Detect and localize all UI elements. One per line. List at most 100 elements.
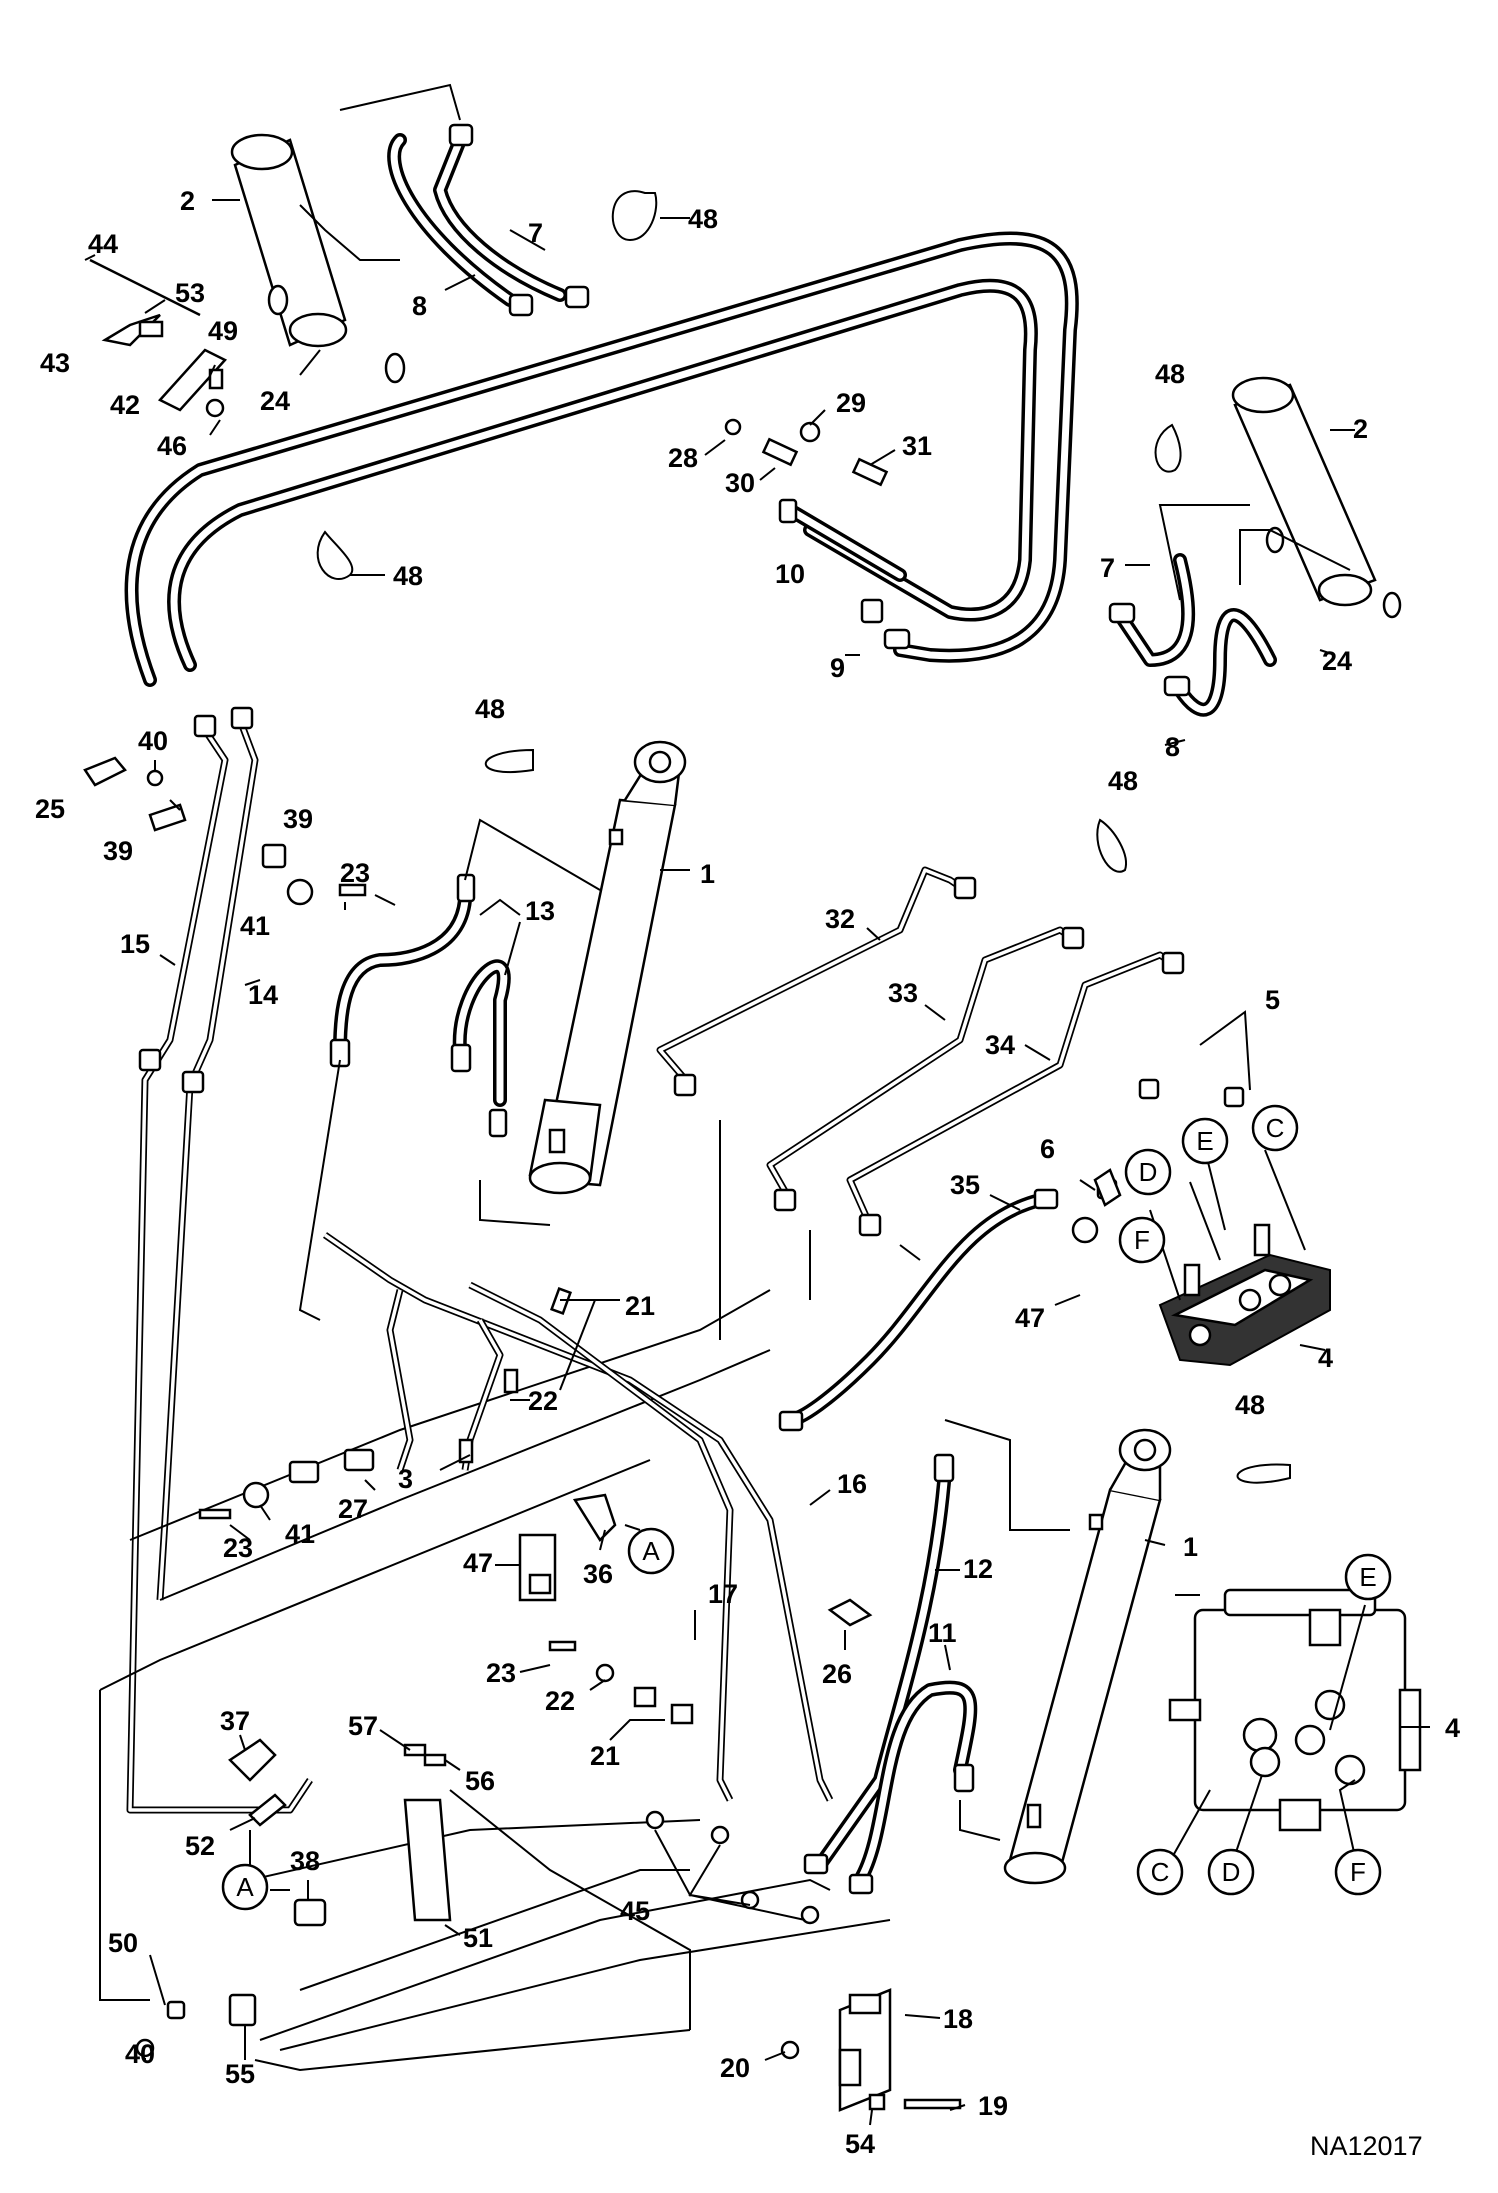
callout: 40 [138,726,168,756]
port-label: D [1222,1857,1241,1887]
tubes-32-33-34 [656,866,1185,1340]
callout-labels: 2 44 53 49 43 42 46 24 7 8 48 29 28 31 3… [35,186,1460,2159]
callout: 48 [475,694,505,724]
callout: 23 [340,858,370,888]
fittings-45 [645,1810,820,1925]
control-valve-lower [1168,1588,1422,1832]
callout: 53 [175,278,205,308]
callout: 40 [125,2039,155,2069]
callout: 30 [725,468,755,498]
callout: 56 [465,1766,495,1796]
callout: 15 [120,929,150,959]
callout: 6 [1040,1134,1055,1164]
callout: 9 [830,653,845,683]
callout: 4 [1318,1343,1333,1373]
callout: 47 [1015,1303,1045,1333]
parts-21-22-23-26 [548,1598,873,1725]
callout: 41 [285,1519,315,1549]
callout: 54 [845,2129,875,2159]
port-label: E [1196,1126,1213,1156]
parts-27-41-23 [198,1448,375,1520]
upper-hoses-7-8 [387,123,590,317]
callout: 25 [35,794,65,824]
callout: 22 [545,1686,575,1716]
callout: 33 [888,978,918,1008]
tie-straps [316,190,1291,1484]
port-label: F [1350,1857,1366,1887]
callout: 16 [837,1469,867,1499]
port-label: D [1139,1157,1158,1187]
callout: 43 [40,348,70,378]
callout: 13 [525,896,555,926]
port-label: F [1134,1225,1150,1255]
parts-36-47 [518,1493,617,1602]
leader-lines [84,199,1430,2126]
bracket-parts-upper-left [89,258,228,418]
callout: 29 [836,388,866,418]
callout: 45 [620,1896,650,1926]
tubes-14-15 [126,706,313,1814]
callout: 20 [720,2053,750,2083]
callout: 10 [775,559,805,589]
callout: 18 [943,2004,973,2034]
callout: 23 [486,1658,516,1688]
callout: 38 [290,1846,320,1876]
callout: 48 [1235,1390,1265,1420]
tubes-16-17 [323,1232,834,1802]
callout: 2 [1353,414,1368,444]
callout: 4 [1445,1713,1460,1743]
callout: 21 [625,1291,655,1321]
callout: 23 [223,1533,253,1563]
lower-lift-cylinder [1003,1428,1172,1885]
callout: 35 [950,1170,980,1200]
callout: 24 [1322,646,1352,676]
callout: 57 [348,1711,378,1741]
callout: 34 [985,1030,1015,1060]
callout: 46 [157,431,187,461]
main-loop-hose [124,231,1079,687]
callout: 41 [240,911,270,941]
callout: 1 [700,859,715,889]
callout: 51 [463,1923,493,1953]
callout: 2 [180,186,195,216]
drawing-reference: NA12017 [1310,2131,1423,2161]
upper-right-cylinder [1158,376,1402,619]
callout: 32 [825,904,855,934]
bracket-18 [780,1988,962,2112]
callout: 14 [248,980,278,1010]
callout: 39 [283,804,313,834]
callout: 37 [220,1706,250,1736]
callout: 48 [1108,766,1138,796]
upper-lift-cylinder [528,740,687,1195]
callout: 21 [590,1741,620,1771]
port-label: C [1266,1113,1285,1143]
callout: 1 [1183,1532,1198,1562]
callout: 19 [978,2091,1008,2121]
callout: 36 [583,1559,613,1589]
callout: 52 [185,1831,215,1861]
port-label: C [1151,1857,1170,1887]
callout: 24 [260,386,290,416]
callout: 55 [225,2059,255,2089]
hose-35 [778,1168,1122,1432]
port-label: A [642,1536,660,1566]
callout: 44 [88,229,118,259]
lower-tube-bundle [99,1289,891,2072]
hoses-11-12 [803,1419,1070,1895]
right-hoses-7-8 [1108,553,1277,717]
callout: 26 [822,1659,852,1689]
bracket-25-39 [83,756,367,906]
port-label: A [236,1872,254,1902]
callout: 48 [393,561,423,591]
callout: 5 [1265,985,1280,1015]
callout: 3 [398,1464,413,1494]
callout: 27 [338,1494,368,1524]
callout: 49 [208,316,238,346]
center-fittings [724,418,911,650]
callout: 22 [528,1386,558,1416]
callout: 11 [928,1618,957,1648]
callout: 50 [108,1928,138,1958]
callout: 28 [668,443,698,473]
port-label: E [1359,1562,1376,1592]
